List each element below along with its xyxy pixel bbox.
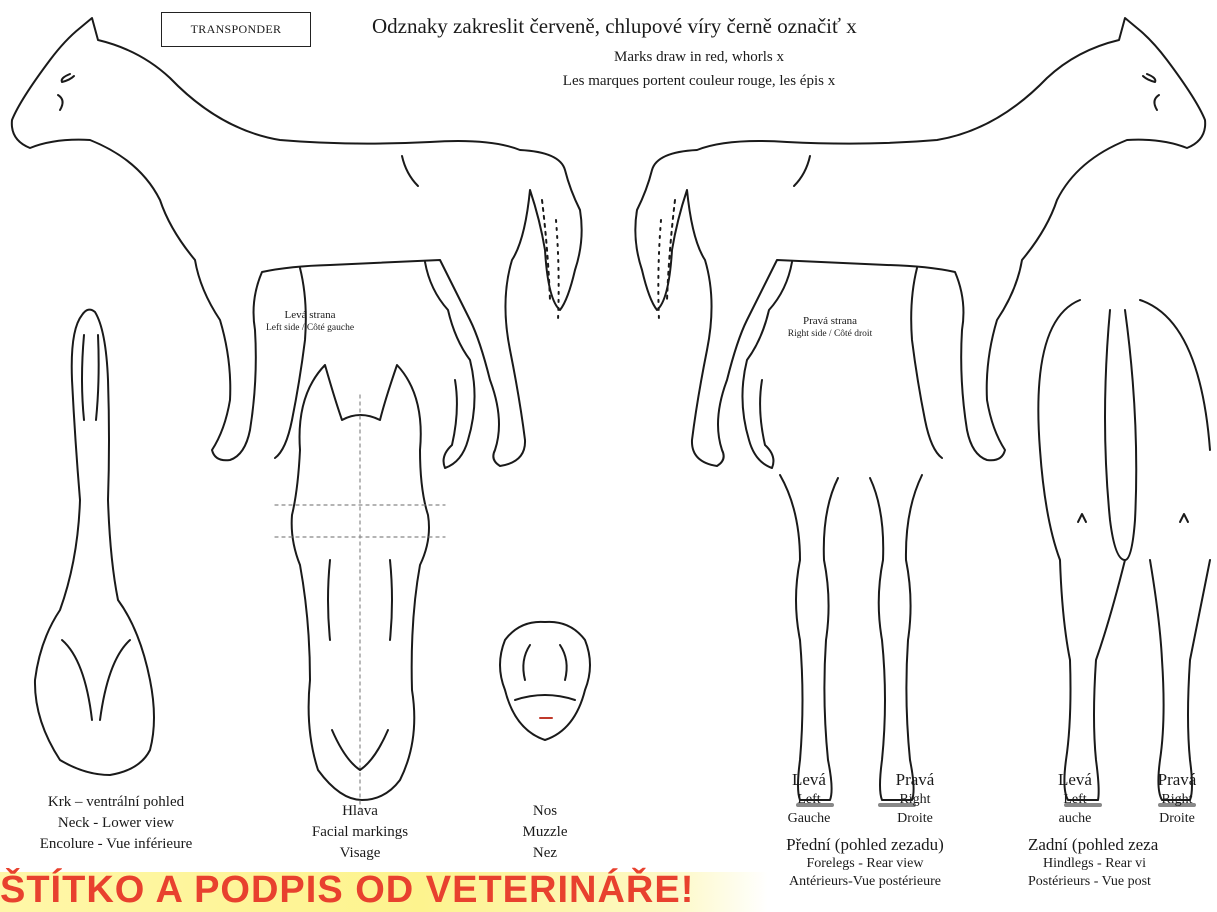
forelegs-left-labels: Levá Left Gauche — [764, 770, 854, 828]
muzzle-outline-icon — [500, 622, 590, 740]
hindlegs-left-en: Left — [1035, 790, 1115, 809]
neck-fr: Encolure - Vue inférieure — [0, 834, 232, 855]
muzzle-en: Muzzle — [490, 822, 600, 843]
hindlegs-right-fr: Droite — [1137, 809, 1217, 828]
hindlegs-right-labels: Pravá Right Droite — [1137, 770, 1217, 828]
neck-en: Neck - Lower view — [0, 813, 232, 834]
right-side-cz: Pravá strana — [770, 315, 890, 328]
forelegs-right-labels: Pravá Right Droite — [870, 770, 960, 828]
forelegs-outline-icon — [780, 475, 922, 805]
hindlegs-title-cz: Zadní (pohled zeza — [1028, 835, 1217, 855]
head-fr: Visage — [260, 843, 460, 864]
neck-caption: Krk – ventrální pohled Neck - Lower view… — [0, 792, 232, 855]
hindlegs-title-en: Hindlegs - Rear vi — [1028, 855, 1217, 873]
forelegs-left-fr: Gauche — [764, 809, 854, 828]
hindlegs-title-fr: Postérieurs - Vue post — [1028, 873, 1217, 891]
forelegs-title-fr: Antérieurs-Vue postérieure — [755, 873, 975, 891]
forelegs-right-cz: Pravá — [870, 770, 960, 790]
left-side-en-fr: Left side / Côté gauche — [250, 322, 370, 335]
forelegs-left-cz: Levá — [764, 770, 854, 790]
muzzle-caption: Nos Muzzle Nez — [490, 801, 600, 864]
hindlegs-caption: Zadní (pohled zeza Hindlegs - Rear vi Po… — [1028, 835, 1217, 891]
hindlegs-right-cz: Pravá — [1137, 770, 1217, 790]
right-side-label: Pravá strana Right side / Côté droit — [770, 315, 890, 341]
head-en: Facial markings — [260, 822, 460, 843]
left-side-label: Levá strana Left side / Côté gauche — [250, 309, 370, 335]
hindlegs-left-cz: Levá — [1035, 770, 1115, 790]
muzzle-fr: Nez — [490, 843, 600, 864]
instruction-english: Marks draw in red, whorls x — [380, 49, 1018, 66]
forelegs-right-fr: Droite — [870, 809, 960, 828]
left-side-cz: Levá strana — [250, 309, 370, 322]
hindlegs-outline-icon — [1038, 300, 1210, 805]
vet-stamp-banner: ŠTÍTKO A PODPIS OD VETERINÁŘE! — [0, 869, 694, 912]
forelegs-title-cz: Přední (pohled zezadu) — [755, 835, 975, 855]
forelegs-caption: Přední (pohled zezadu) Forelegs - Rear v… — [755, 835, 975, 891]
hindlegs-left-fr: auche — [1035, 809, 1115, 828]
right-side-en-fr: Right side / Côté droit — [770, 328, 890, 341]
forelegs-right-en: Right — [870, 790, 960, 809]
hindlegs-right-en: Right — [1137, 790, 1217, 809]
neck-cz: Krk – ventrální pohled — [0, 792, 232, 813]
hindlegs-left-labels: Levá Left auche — [1035, 770, 1115, 828]
head-cz: Hlava — [260, 801, 460, 822]
forelegs-title-en: Forelegs - Rear view — [755, 855, 975, 873]
transponder-box[interactable]: TRANSPONDER — [161, 12, 311, 47]
instruction-czech: Odznaky zakreslit červeně, chlupové víry… — [372, 14, 857, 39]
head-caption: Hlava Facial markings Visage — [260, 801, 460, 864]
head-outline-icon — [275, 365, 445, 810]
forelegs-left-en: Left — [764, 790, 854, 809]
neck-outline-icon — [35, 310, 154, 775]
muzzle-cz: Nos — [490, 801, 600, 822]
instruction-french: Les marques portent couleur rouge, les é… — [380, 73, 1018, 90]
